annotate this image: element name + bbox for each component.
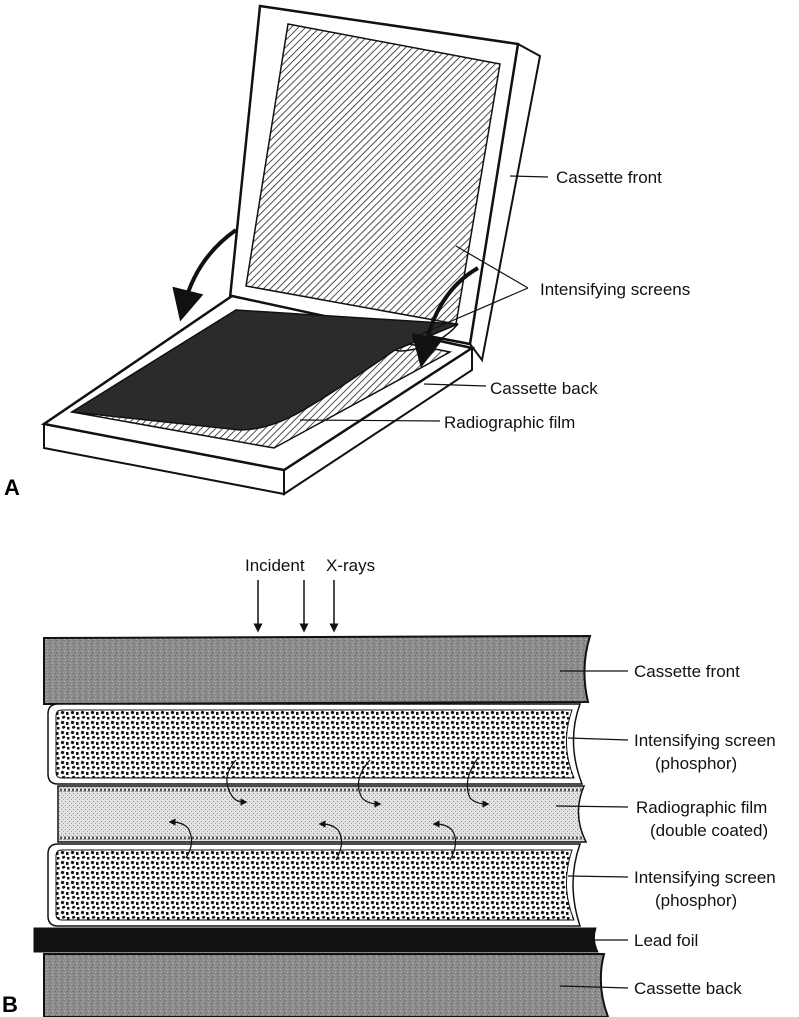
leader-cassette-back-b xyxy=(559,985,629,989)
label-radiographic-film-a: Radiographic film xyxy=(444,413,575,432)
label-screen-top-b-line2: (phosphor) xyxy=(655,754,737,773)
label-screen-bottom-b-line2: (phosphor) xyxy=(655,891,737,910)
lead-foil-layer xyxy=(33,927,599,953)
cassette-front-layer xyxy=(43,634,592,706)
leader-cassette-back-a xyxy=(423,383,487,387)
label-lead-foil-b: Lead foil xyxy=(634,931,698,950)
panel-letter-b: B xyxy=(2,992,18,1017)
label-screen-top-b-line1: Intensifying screen xyxy=(634,731,776,750)
light-arrow-5 xyxy=(318,820,343,861)
panel-b: Incident X-rays xyxy=(2,556,776,1017)
label-cassette-back-b: Cassette back xyxy=(634,979,742,998)
light-arrow-4 xyxy=(168,818,193,859)
close-lid-arrow xyxy=(172,228,238,322)
radiographic-film-layer xyxy=(57,785,588,843)
top-screen-phosphor xyxy=(55,709,575,779)
light-arrow-1 xyxy=(226,759,248,806)
leader-screens-a1 xyxy=(455,245,529,289)
light-arrow-6 xyxy=(432,820,457,861)
bottom-screen-phosphor xyxy=(55,849,575,921)
light-emission-arrows xyxy=(168,757,490,861)
label-film-b-line1: Radiographic film xyxy=(636,798,767,817)
cassette-back-layer xyxy=(43,953,610,1017)
panel-letter-a: A xyxy=(4,475,20,500)
label-screen-bottom-b-line1: Intensifying screen xyxy=(634,868,776,887)
leader-film-a xyxy=(299,419,441,422)
light-arrow-2 xyxy=(357,759,382,808)
label-cassette-back-a: Cassette back xyxy=(490,379,598,398)
label-film-b-line2: (double coated) xyxy=(650,821,768,840)
leader-screen-top-b xyxy=(567,737,629,741)
label-x-rays: X-rays xyxy=(326,556,375,575)
label-cassette-front-b: Cassette front xyxy=(634,662,740,681)
leader-film-b xyxy=(555,805,629,808)
leader-screen-bottom-b xyxy=(567,875,629,878)
label-incident: Incident xyxy=(245,556,305,575)
label-intensifying-screens-a: Intensifying screens xyxy=(540,280,690,299)
leader-screens-a2 xyxy=(411,287,529,339)
label-cassette-front-a: Cassette front xyxy=(556,168,662,187)
film-curl xyxy=(394,323,459,352)
insert-film-arrow xyxy=(411,266,479,368)
leader-cassette-front-a xyxy=(509,175,549,178)
panel-a: Cassette front Intensifying screens Cass… xyxy=(4,4,690,500)
light-arrow-3 xyxy=(466,757,490,808)
